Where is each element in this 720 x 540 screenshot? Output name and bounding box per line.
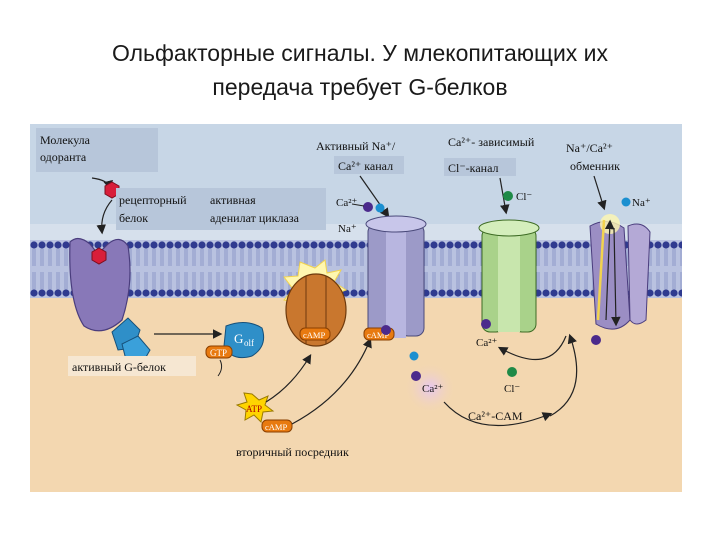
ion-cl-top-label: Cl⁻ [516,191,532,203]
olfactory-signaling-diagram: Молекула одоранта рецепторный белок акти… [30,124,682,492]
ion-cl-bottom-label: Cl⁻ [504,383,520,395]
cam-label: Ca²⁺-CAM [468,409,523,423]
ion-ca-glow [411,371,421,381]
ion-na-left-label: Na⁺ [338,223,357,235]
ion-cl-top [503,191,513,201]
calcium-activated-cl-channel [479,220,539,332]
ion-cl-bottom [507,367,517,377]
na-ca-exchanger [590,221,630,329]
atp-label: ATP [246,404,262,414]
na-channel-label-bottom: Ca²⁺ канал [338,159,393,173]
camp-label-2: cAMP [265,422,287,432]
exchanger-label-bottom: обменник [570,159,620,173]
cyclase-label-line2: адeнилат циклаза [210,211,300,225]
ion-na-right-label: Na⁺ [632,197,651,209]
ion-na-right [622,198,631,207]
camp-label-1: cAMP [303,330,325,340]
g-alpha-symbol: G [234,331,243,346]
na-channel-label-top: Активный Na⁺/ [316,139,396,153]
receptor-label-line1: рецепторный [119,193,187,207]
ion-ca-mid-label: Ca²⁺ [476,337,498,349]
ion-ca-left-label: Ca²⁺ [336,197,358,209]
gtp-label: GTP [210,348,227,358]
odorant-label-line1: Молекула [40,133,91,147]
slide-title-line2: передача требует G-белков [20,70,700,104]
cl-channel-label-bottom: Cl⁻-канал [448,161,498,175]
exchanger-label-top: Na⁺/Ca²⁺ [566,141,613,155]
ion-na-left [376,204,385,213]
cyclase-label-line1: активная [210,193,256,207]
cng-channel [366,216,426,338]
g-protein-label: активный G-белок [72,360,166,374]
second-messenger-label: вторичный посредник [236,445,349,459]
cl-channel-label-top: Ca²⁺- зависимый [448,135,535,149]
receptor-label-line2: белок [119,211,148,225]
ion-ca-glow-label: Ca²⁺ [422,383,444,395]
ion-ca-inside-1 [381,325,391,335]
g-alpha-subscript: olf [244,338,254,348]
ion-ca-inside-3 [591,335,601,345]
ion-na-inside-1 [410,352,419,361]
slide-title: Ольфакторные сигналы. У млекопитающих их… [20,36,700,104]
odorant-label-line2: одоранта [40,150,87,164]
ion-ca-inside-2 [481,319,491,329]
slide-title-line1: Ольфакторные сигналы. У млекопитающих их [20,36,700,70]
bound-odorant [92,248,106,264]
ion-ca-left [363,202,373,212]
